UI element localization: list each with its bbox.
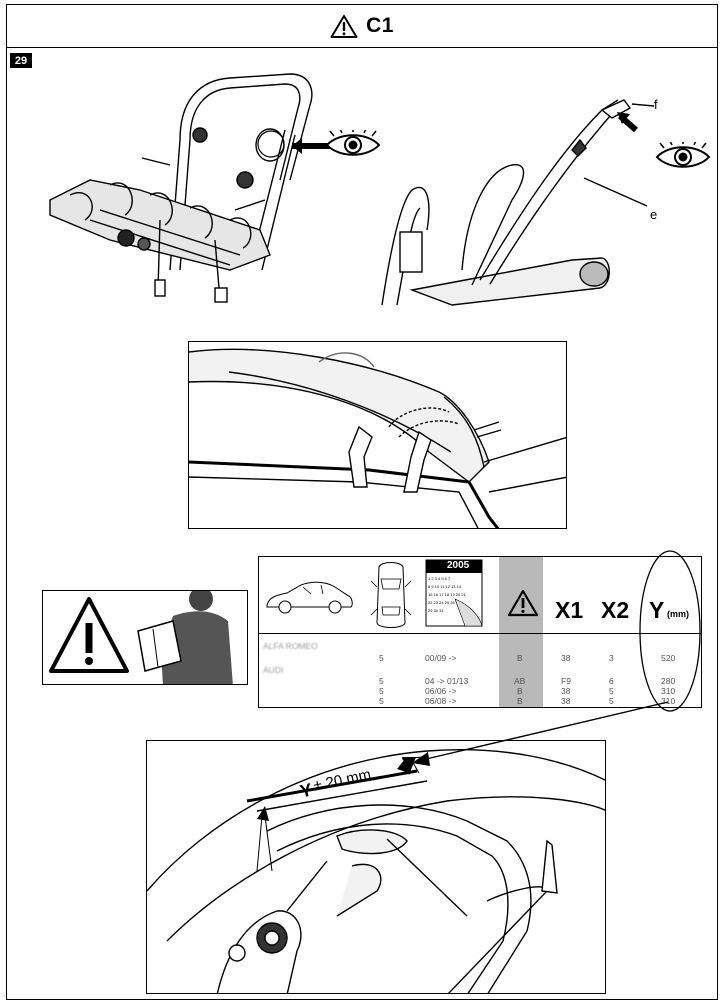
eye-icon — [325, 130, 381, 156]
car-side-icon — [266, 581, 353, 614]
callout-f: f — [654, 97, 658, 112]
installed-carrier-panel — [146, 740, 606, 994]
cell-x1: F9 — [561, 676, 571, 686]
cell-x1: 38 — [561, 696, 571, 706]
calendar-year: 2005 — [447, 560, 470, 571]
cell-y: 310 — [661, 686, 676, 696]
cell-x1: 38 — [561, 653, 571, 663]
col-header-y-unit: (mm) — [667, 609, 689, 619]
cell-code: B — [517, 653, 523, 663]
col-header-x2: X2 — [601, 597, 630, 623]
cell-model: AUDI — [263, 665, 284, 675]
cell-y: 280 — [661, 676, 676, 686]
cell-y: 520 — [661, 653, 676, 663]
svg-text:8 9 10 11 12 13 14: 8 9 10 11 12 13 14 — [428, 584, 462, 589]
table-row: 5 06/06 -> B 38 5 310 — [259, 686, 701, 698]
svg-text:15 16 17 18 19 20 21: 15 16 17 18 19 20 21 — [428, 592, 467, 597]
svg-text:22 23 24 25 26: 22 23 24 25 26 — [428, 600, 455, 605]
car-top-icon — [370, 562, 412, 628]
table-row: AUDI — [259, 665, 701, 677]
table-row: 5 06/08 -> B 38 5 310 — [259, 696, 701, 707]
cell-y: 310 — [661, 696, 676, 706]
read-manual-warning — [42, 590, 248, 685]
cell-doors: 5 — [379, 686, 384, 696]
step-number-badge: 29 — [10, 53, 32, 68]
cell-years: 04 -> 01/13 — [425, 676, 469, 686]
header-bar: C1 — [6, 4, 718, 48]
table-header: 1 2 3 4 5 6 7 8 9 10 11 12 13 14 15 16 1… — [259, 557, 701, 634]
cell-code: AB — [514, 676, 526, 686]
table-row: 5 00/09 -> B 38 3 520 — [259, 653, 701, 665]
cell-doors: 5 — [379, 676, 384, 686]
cell-x2: 5 — [609, 686, 614, 696]
warning-triangle-icon — [507, 589, 539, 617]
warning-triangle-icon — [330, 14, 358, 38]
cell-code: B — [517, 696, 523, 706]
page-title: C1 — [366, 14, 394, 37]
code-column-highlight — [499, 557, 543, 707]
callout-e: e — [650, 207, 658, 222]
cell-model: ALFA ROMEO — [263, 641, 318, 651]
cell-x2: 6 — [609, 676, 614, 686]
cell-x2: 3 — [609, 653, 614, 663]
bike-carrier-illustration — [49, 73, 332, 303]
col-header-y: Y — [649, 597, 665, 623]
cell-doors: 5 — [379, 696, 384, 706]
cell-years: 06/08 -> — [425, 696, 457, 706]
table-row: 5 04 -> 01/13 AB F9 6 280 — [259, 676, 701, 688]
svg-text:29 30 31: 29 30 31 — [428, 608, 444, 613]
table-row: ALFA ROMEO — [259, 641, 701, 653]
calendar-icon: 1 2 3 4 5 6 7 8 9 10 11 12 13 14 15 16 1… — [425, 559, 483, 627]
leader-arrow — [412, 701, 669, 766]
cell-code: B — [517, 686, 523, 696]
col-header-x1: X1 — [555, 597, 584, 623]
cell-x2: 5 — [609, 696, 614, 706]
cell-years: 06/06 -> — [425, 686, 457, 696]
strap-detail-illustration — [381, 99, 655, 306]
cell-x1: 38 — [561, 686, 571, 696]
svg-text:1 2 3 4 5 6 7: 1 2 3 4 5 6 7 — [428, 576, 451, 581]
cell-years: 00/09 -> — [425, 653, 457, 663]
y-column-highlight-ellipse — [639, 550, 701, 712]
vehicle-fitting-table: 1 2 3 4 5 6 7 8 9 10 11 12 13 14 15 16 1… — [258, 556, 702, 708]
tailgate-bracket-panel — [188, 341, 567, 529]
eye-icon — [655, 142, 711, 168]
cell-doors: 5 — [379, 653, 384, 663]
dimension-arrow-icon — [402, 757, 416, 775]
